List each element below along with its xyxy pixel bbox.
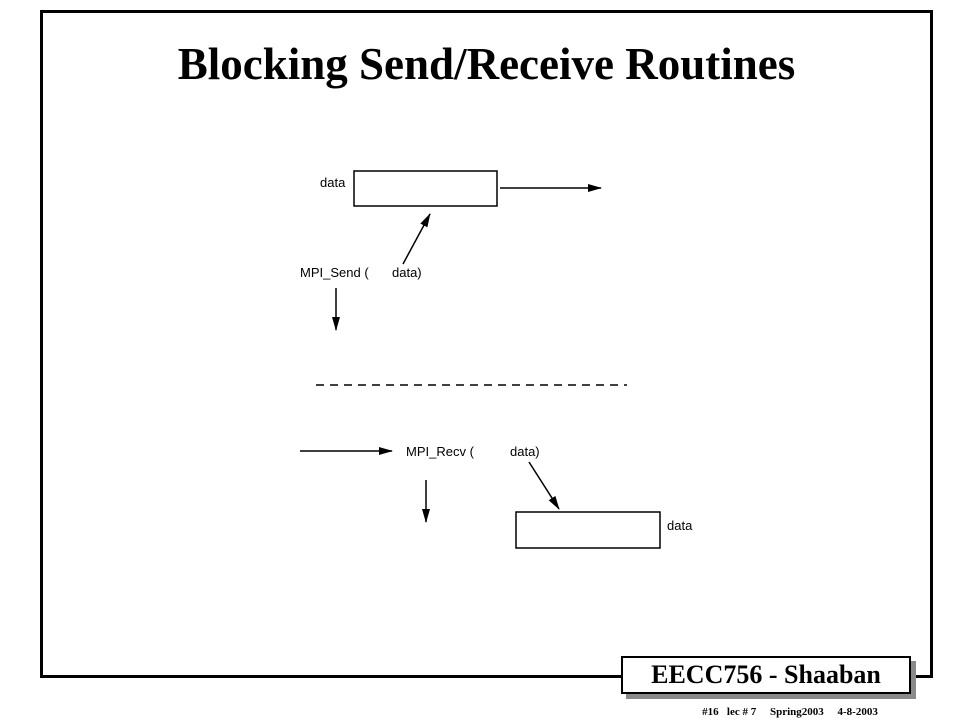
send-arg-label: data) [392,265,422,280]
slide-frame [40,10,933,678]
recv-arg-label: data) [510,444,540,459]
course-badge-label: EECC756 - Shaaban [651,660,881,689]
send-call-label: MPI_Send ( [300,265,369,280]
recv-buffer-label: data [667,518,693,533]
course-badge: EECC756 - Shaaban [621,656,911,694]
recv-data-to-buffer-arrow [528,461,560,510]
recv-buffer-box [515,511,661,549]
send-buffer-label: data [320,175,346,190]
slide-title: Blocking Send/Receive Routines [177,39,796,89]
slide-footer: #16 lec # 7 Spring2003 4-8-2003 [702,706,878,718]
send-data-to-buffer-arrow [402,213,431,265]
recv-call-label: MPI_Recv ( [406,444,475,459]
send-buffer-box [353,170,498,207]
